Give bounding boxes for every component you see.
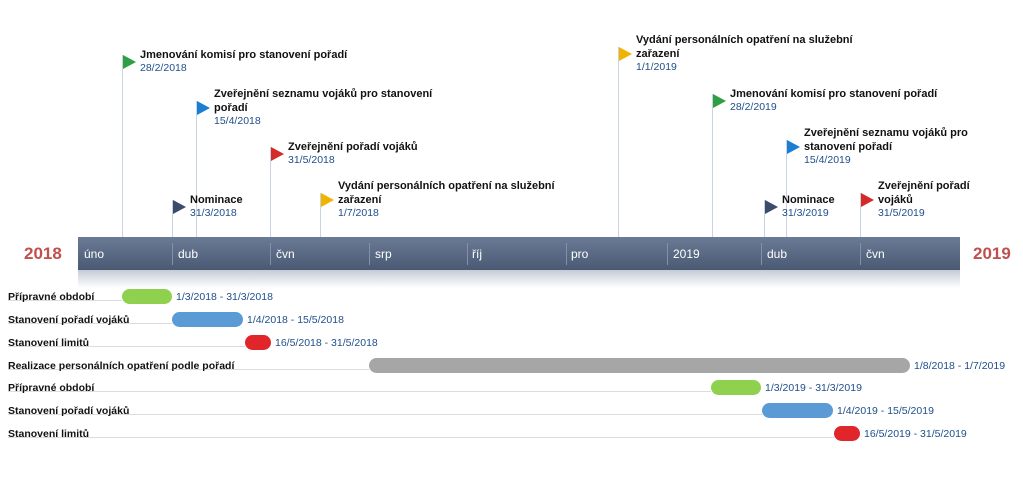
task-label: Přípravné období: [8, 291, 95, 303]
milestone-flag-icon: [173, 200, 186, 214]
timeline-band-divider: [467, 243, 468, 265]
milestone-date: 15/4/2019: [804, 154, 851, 166]
timeline-band-divider: [761, 243, 762, 265]
task-bar: [762, 403, 833, 418]
timeline-band-divider: [369, 243, 370, 265]
milestone-date: 15/4/2018: [214, 115, 261, 127]
task-date-range: 1/4/2018 - 15/5/2018: [247, 314, 344, 326]
timeline-scale-label: říj: [472, 247, 482, 261]
milestone-title: Jmenování komisí pro stanovení pořadí: [140, 49, 348, 61]
milestone-date: 31/5/2018: [288, 154, 335, 166]
milestone-title: Jmenování komisí pro stanovení pořadí: [730, 88, 938, 100]
timeline-band-divider: [270, 243, 271, 265]
timeline-scale-label: pro: [571, 247, 589, 261]
task-label: Realizace personálních opatření podle po…: [8, 360, 235, 372]
timeline-scale-label: srp: [375, 247, 392, 261]
milestone-title: Zveřejnění seznamu vojáků pro stanovení …: [214, 88, 433, 114]
timeline-band: [78, 237, 960, 270]
task-row-guide: [8, 414, 762, 415]
task-date-range: 1/4/2019 - 15/5/2019: [837, 405, 934, 417]
milestone-flag-icon: [271, 147, 284, 161]
milestone-stem: [618, 47, 619, 237]
timeline-scale-label: úno: [84, 247, 105, 261]
milestone-flag-icon: [197, 101, 210, 115]
task-bar: [122, 289, 172, 304]
milestone-stem: [270, 147, 271, 237]
timeline-scale-label: 2019: [673, 247, 700, 261]
timeline-band-divider: [566, 243, 567, 265]
milestone-stem: [172, 200, 173, 237]
milestone-date: 1/7/2018: [338, 207, 379, 219]
task-bar: [172, 312, 243, 327]
milestone-title: Zveřejnění seznamu vojáků pro stanovení …: [804, 127, 968, 153]
task-row-guide: [8, 437, 834, 438]
task-row-guide: [8, 369, 369, 370]
task-date-range: 16/5/2018 - 31/5/2018: [275, 337, 378, 349]
milestone-title: Zveřejnění pořadí vojáků: [878, 180, 970, 206]
start-year-label: 2018: [24, 244, 62, 263]
task-bar: [711, 380, 761, 395]
milestone-stem: [786, 140, 787, 237]
milestone-stem: [196, 101, 197, 237]
milestone-date: 31/3/2018: [190, 207, 237, 219]
task-date-range: 1/3/2018 - 31/3/2018: [176, 291, 273, 303]
milestone-flag-icon: [787, 140, 800, 154]
task-date-range: 1/3/2019 - 31/3/2019: [765, 382, 862, 394]
task-row-guide: [8, 391, 711, 392]
milestone-flag-icon: [713, 94, 726, 108]
milestone-title: Vydání personálních opatření na služební…: [338, 180, 555, 206]
milestone-stem: [712, 94, 713, 237]
timeline-band-divider: [860, 243, 861, 265]
task-label: Stanovení limitů: [8, 428, 90, 440]
milestone-date: 28/2/2019: [730, 101, 777, 113]
milestone-title: Zveřejnění pořadí vojáků: [288, 141, 418, 153]
task-label: Stanovení pořadí vojáků: [8, 405, 130, 417]
milestone-stem: [764, 200, 765, 237]
milestone-title: Vydání personálních opatření na služební…: [636, 34, 853, 60]
milestone-flag-icon: [123, 55, 136, 69]
task-row-guide: [8, 346, 245, 347]
task-date-range: 16/5/2019 - 31/5/2019: [864, 428, 967, 440]
task-label: Stanovení pořadí vojáků: [8, 314, 130, 326]
task-row-guide: [8, 323, 172, 324]
task-date-range: 1/8/2018 - 1/7/2019: [914, 360, 1006, 372]
task-label: Stanovení limitů: [8, 337, 90, 349]
timeline-band-divider: [172, 243, 173, 265]
task-bar: [834, 426, 860, 441]
milestone-flag-icon: [321, 193, 334, 207]
milestone-flag-icon: [765, 200, 778, 214]
milestone-title: Nominace: [190, 194, 243, 206]
milestone-stem: [122, 55, 123, 237]
task-bar: [245, 335, 271, 350]
milestone-stem: [860, 193, 861, 237]
end-year-label: 2019: [973, 244, 1011, 263]
timeline-band-shadow: [78, 270, 960, 288]
milestone-date: 31/5/2019: [878, 207, 925, 219]
timeline-scale-label: dub: [767, 247, 788, 261]
timeline-scale-label: dub: [178, 247, 199, 261]
milestone-flag-icon: [861, 193, 874, 207]
milestone-date: 28/2/2018: [140, 62, 187, 74]
task-label: Přípravné období: [8, 382, 95, 394]
task-bar: [369, 358, 910, 373]
task-row-guide: [8, 300, 122, 301]
milestone-date: 1/1/2019: [636, 61, 677, 73]
timeline-scale-label: čvn: [276, 247, 295, 261]
milestone-flag-icon: [619, 47, 632, 61]
milestone-stem: [320, 193, 321, 237]
timeline-scale-label: čvn: [866, 247, 885, 261]
timeline-band-divider: [667, 243, 668, 265]
milestone-title: Nominace: [782, 194, 835, 206]
milestone-date: 31/3/2019: [782, 207, 829, 219]
